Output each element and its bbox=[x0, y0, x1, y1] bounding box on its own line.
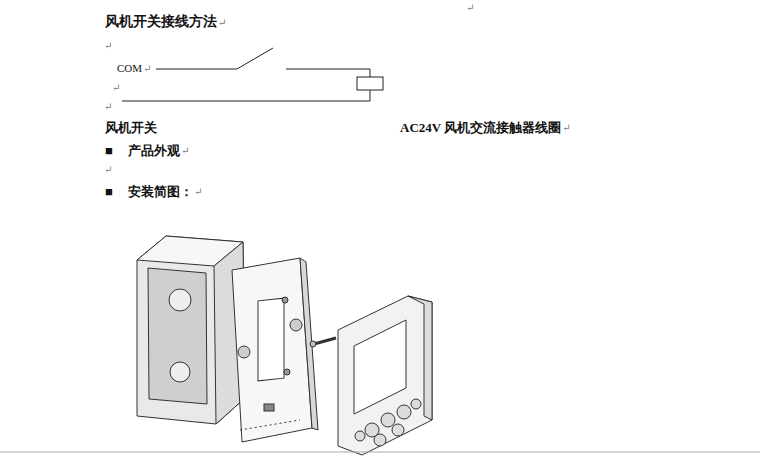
paragraph-mark: ↵ bbox=[104, 40, 112, 52]
part-label: AC24V 风机交流接触器线圈 bbox=[400, 120, 561, 136]
paragraph-mark: ↵ bbox=[218, 17, 226, 29]
part-label: 风机开关 bbox=[105, 120, 157, 136]
installation-sketch bbox=[137, 236, 432, 455]
paragraph-mark: ↵ bbox=[104, 164, 112, 176]
section-label: 安装简图： bbox=[128, 184, 193, 200]
section-label: 产品外观 bbox=[128, 143, 180, 159]
paragraph-mark: ↵ bbox=[562, 122, 570, 134]
wiring-diagram bbox=[122, 48, 383, 101]
paragraph-mark: ↵ bbox=[104, 101, 112, 113]
heading: 风机开关接线方法 bbox=[105, 14, 217, 31]
paragraph-mark: ↵ bbox=[112, 82, 120, 94]
terminal-label: COM bbox=[117, 62, 142, 75]
page-edge-rule bbox=[0, 452, 760, 453]
paragraph-mark: ↵ bbox=[143, 63, 151, 75]
paragraph-mark: ↵ bbox=[194, 186, 202, 198]
paragraph-mark: ↵ bbox=[466, 2, 474, 14]
bullet: ■ bbox=[105, 143, 113, 159]
paragraph-mark: ↵ bbox=[181, 145, 189, 157]
bullet: ■ bbox=[105, 184, 113, 200]
